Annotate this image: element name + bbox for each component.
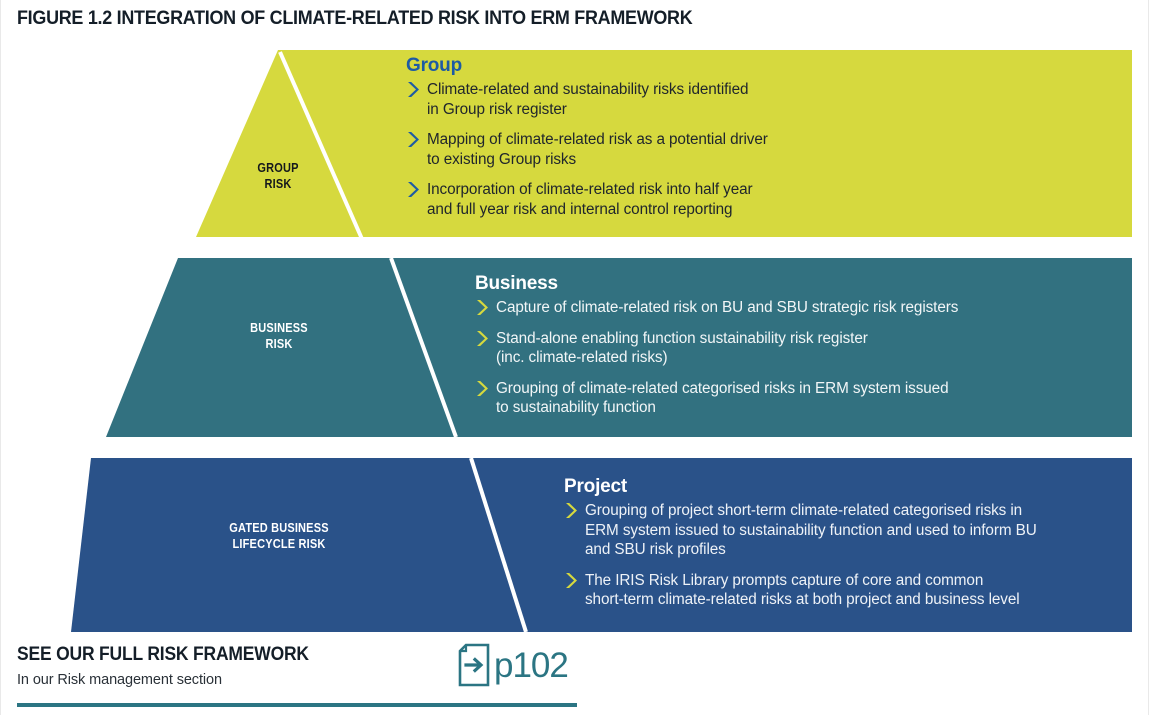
tier-label-business: BUSINESS RISK <box>250 321 308 351</box>
bullet-text: Stand-alone enabling function sustainabi… <box>496 329 868 367</box>
chevron-right-icon <box>408 82 419 97</box>
bullet-text: Mapping of climate-related risk as a pot… <box>427 131 768 168</box>
list-item: Grouping of project short-term climate-r… <box>564 501 1134 560</box>
list-item: Stand-alone enabling function sustainabi… <box>475 329 1115 368</box>
list-item: Incorporation of climate-related risk in… <box>406 180 1106 219</box>
bullet-list-group: Climate-related and sustainability risks… <box>406 80 1106 219</box>
list-item: Mapping of climate-related risk as a pot… <box>406 130 1106 169</box>
chevron-right-icon <box>408 132 419 147</box>
tier-content-group: Group Climate-related and sustainability… <box>406 55 1106 219</box>
footer-subtitle: In our Risk management section <box>17 672 222 688</box>
list-item: The IRIS Risk Library prompts capture of… <box>564 571 1134 610</box>
bullet-text: Incorporation of climate-related risk in… <box>427 181 753 218</box>
bullet-text: Capture of climate-related risk on BU an… <box>496 299 959 316</box>
tier-label-group: GROUP RISK <box>257 161 299 191</box>
footer-title: SEE OUR FULL RISK FRAMEWORK <box>17 644 309 665</box>
bullet-text: Grouping of climate-related categorised … <box>496 379 949 417</box>
tier-heading-business: Business <box>475 273 558 294</box>
chevron-right-icon <box>477 330 488 346</box>
tier-divider-project <box>469 457 528 633</box>
tier-heading-group: Group <box>406 55 462 76</box>
bullet-list-business: Capture of climate-related risk on BU an… <box>475 298 1115 418</box>
tier-content-business: Business Capture of climate-related risk… <box>475 273 1115 418</box>
tier-label-project: GATED BUSINESS LIFECYCLE RISK <box>229 521 329 551</box>
tier-divider-group <box>278 51 364 240</box>
list-item: Capture of climate-related risk on BU an… <box>475 298 1115 318</box>
chevron-right-icon <box>477 300 488 315</box>
chevron-right-icon <box>566 572 577 588</box>
figure-title: FIGURE 1.2 INTEGRATION OF CLIMATE-RELATE… <box>17 7 693 29</box>
footer: SEE OUR FULL RISK FRAMEWORK In our Risk … <box>17 641 1127 711</box>
bullet-text: Climate-related and sustainability risks… <box>427 81 749 118</box>
page-reference-label: p102 <box>494 645 569 685</box>
document-arrow-icon <box>458 643 490 687</box>
chevron-right-icon <box>477 380 488 396</box>
list-item: Grouping of climate-related categorised … <box>475 379 1115 418</box>
list-item: Climate-related and sustainability risks… <box>406 80 1106 119</box>
bullet-text: The IRIS Risk Library prompts capture of… <box>585 571 1020 609</box>
tier-heading-project: Project <box>564 476 628 497</box>
chevron-right-icon <box>566 503 577 518</box>
tier-content-project: Project Grouping of project short-term c… <box>564 476 1134 610</box>
chevron-right-icon <box>408 182 419 197</box>
footer-divider <box>17 703 577 707</box>
bullet-list-project: Grouping of project short-term climate-r… <box>564 501 1134 610</box>
tier-divider-business <box>389 257 458 438</box>
page-reference-link[interactable]: p102 <box>457 637 569 693</box>
bullet-text: Grouping of project short-term climate-r… <box>585 502 1037 558</box>
